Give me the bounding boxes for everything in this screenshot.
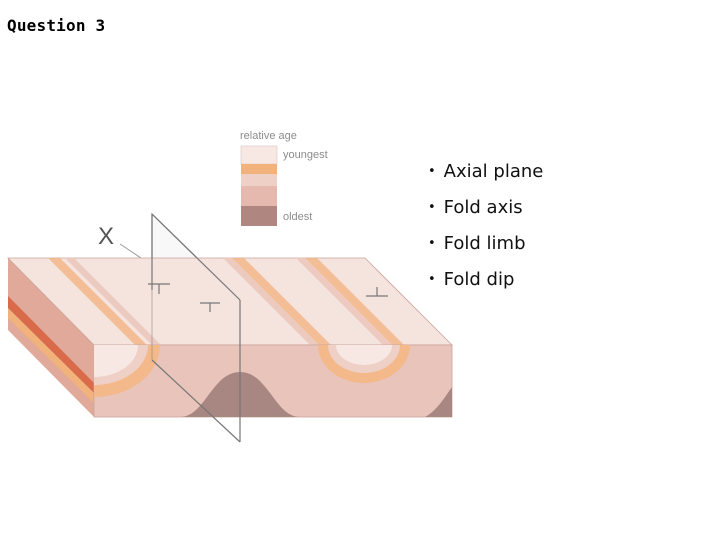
term-text: Axial plane [443,161,544,182]
term-list: • Axial plane • Fold axis • Fold limb • Fold… [428,160,543,304]
term-text: Fold dip [443,269,515,290]
relative-age-legend: relative age youngest oldest [240,130,328,226]
axial-plane-edge-1 [151,213,241,301]
term-text: Fold axis [443,197,523,218]
legend-swatch-youngest [240,145,278,165]
top-stripe-1 [48,258,147,345]
legend-swatch-3 [241,174,277,186]
axial-plane-edge-4 [151,359,241,443]
legend-heading: relative age [240,130,297,142]
legend-oldest-label: oldest [283,211,312,223]
top-stripe-3 [223,258,319,345]
side-orange-band [8,308,94,403]
legend-swatch-2 [241,164,277,174]
term-item: • Fold axis [428,196,543,232]
page-title: Question 3 [7,16,106,35]
term-item: • Fold dip [428,268,543,304]
front-right-core [425,387,452,417]
bullet-icon: • [428,236,436,251]
top-stripe-6 [296,258,392,345]
side-red-band [8,296,94,393]
term-item: • Axial plane [428,160,543,196]
bullet-icon: • [428,164,436,179]
strike-dip-symbol-2 [200,302,220,312]
legend-youngest-label: youngest [283,149,328,161]
term-item: • Fold limb [428,232,543,268]
top-stripe-5 [305,258,404,345]
legend-swatch-4 [241,186,277,206]
term-text: Fold limb [443,233,526,254]
strike-dip-symbol-3 [366,287,388,297]
bullet-icon: • [428,272,436,287]
top-stripe-4 [232,258,331,345]
top-stripe-2 [65,258,161,345]
legend-swatch-oldest [241,206,277,226]
front-fold-right-inner [336,345,392,365]
front-fold-left-inner [94,345,138,377]
marker-x-label: X [98,223,114,250]
bullet-icon: • [428,200,436,215]
strike-dip-symbol-1 [148,283,170,294]
